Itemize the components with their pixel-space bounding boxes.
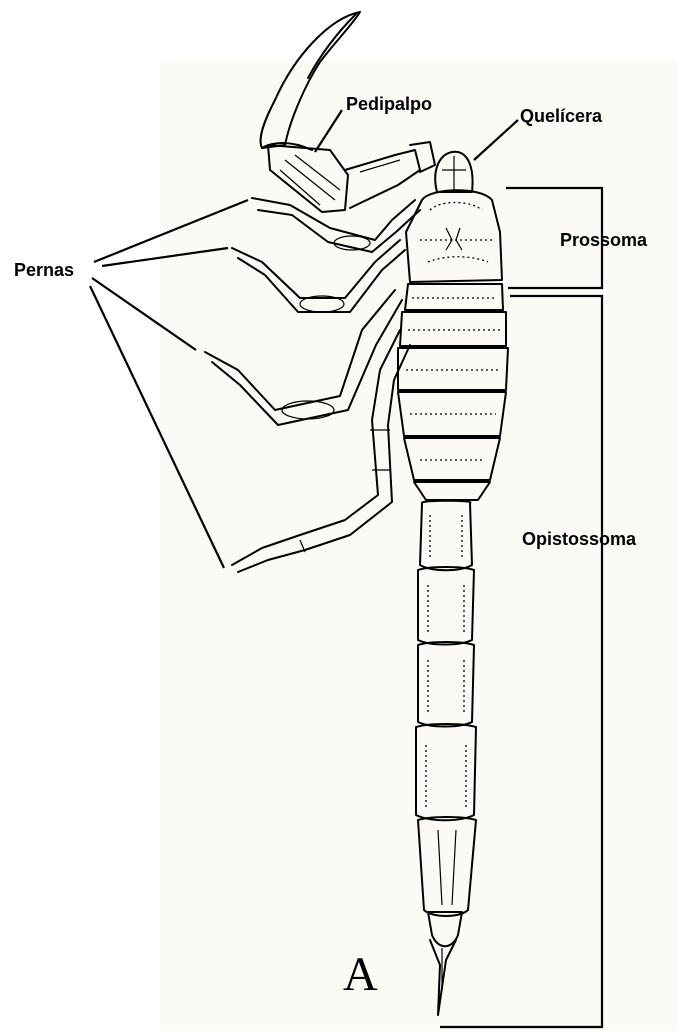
label-prossoma: Prossoma (560, 230, 648, 250)
label-opistossoma: Opistossoma (522, 529, 637, 549)
label-pernas: Pernas (14, 260, 74, 280)
label-pedipalpo: Pedipalpo (346, 94, 432, 114)
figure-letter: A (343, 948, 378, 1001)
label-quelicera: Quelícera (520, 106, 603, 126)
